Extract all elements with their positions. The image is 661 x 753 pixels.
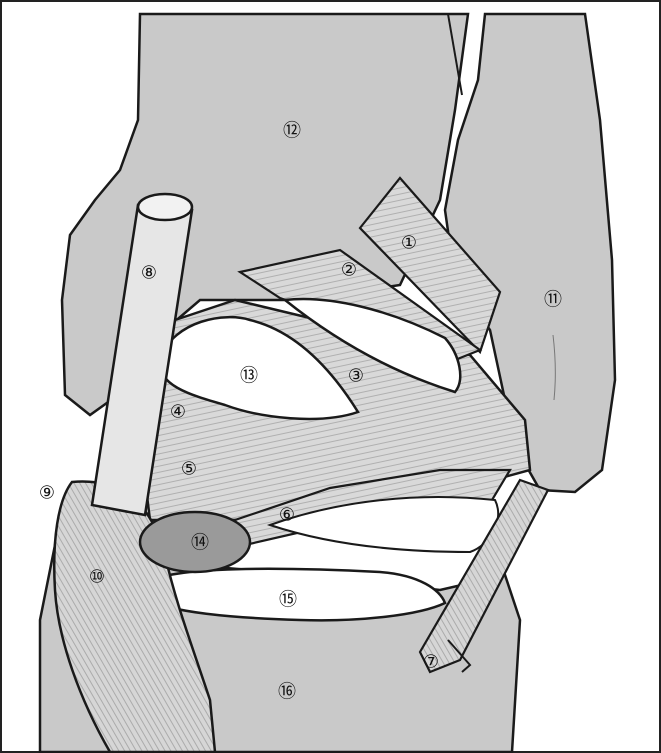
label-3: ③	[348, 366, 364, 387]
opening-15	[150, 569, 445, 621]
label-15: ⑮	[279, 590, 297, 611]
label-13: ⑬	[240, 366, 258, 387]
cylinder-8-top	[138, 194, 192, 220]
label-12-text: ⑫	[283, 121, 301, 142]
label-15-text: ⑮	[279, 590, 297, 611]
label-1: ①	[401, 233, 417, 254]
label-10-text: ⑩	[89, 567, 105, 588]
label-8-text: ⑧	[141, 263, 157, 284]
label-7: ⑦	[423, 652, 439, 673]
label-12: ⑫	[283, 121, 301, 142]
label-2: ②	[341, 260, 357, 281]
label-8: ⑧	[141, 263, 157, 284]
label-3-text: ③	[348, 366, 364, 387]
label-11-text: ⑪	[544, 290, 562, 311]
label-6-text: ⑥	[279, 505, 295, 526]
label-2-text: ②	[341, 260, 357, 281]
label-1-text: ①	[401, 233, 417, 254]
label-6: ⑥	[279, 505, 295, 526]
label-5-text: ⑤	[181, 459, 197, 480]
label-9-text: ⑨	[39, 483, 55, 504]
label-10: ⑩	[89, 567, 105, 588]
label-16: ⑯	[278, 682, 296, 703]
label-4-text: ④	[170, 402, 186, 423]
label-7-text: ⑦	[423, 652, 439, 673]
label-5: ⑤	[181, 459, 197, 480]
label-14-text: ⑭	[191, 533, 209, 554]
label-9: ⑨	[39, 483, 55, 504]
label-11: ⑪	[544, 290, 562, 311]
label-16-text: ⑯	[278, 682, 296, 703]
label-14: ⑭	[191, 533, 209, 554]
label-4: ④	[170, 402, 186, 423]
label-13-text: ⑬	[240, 366, 258, 387]
